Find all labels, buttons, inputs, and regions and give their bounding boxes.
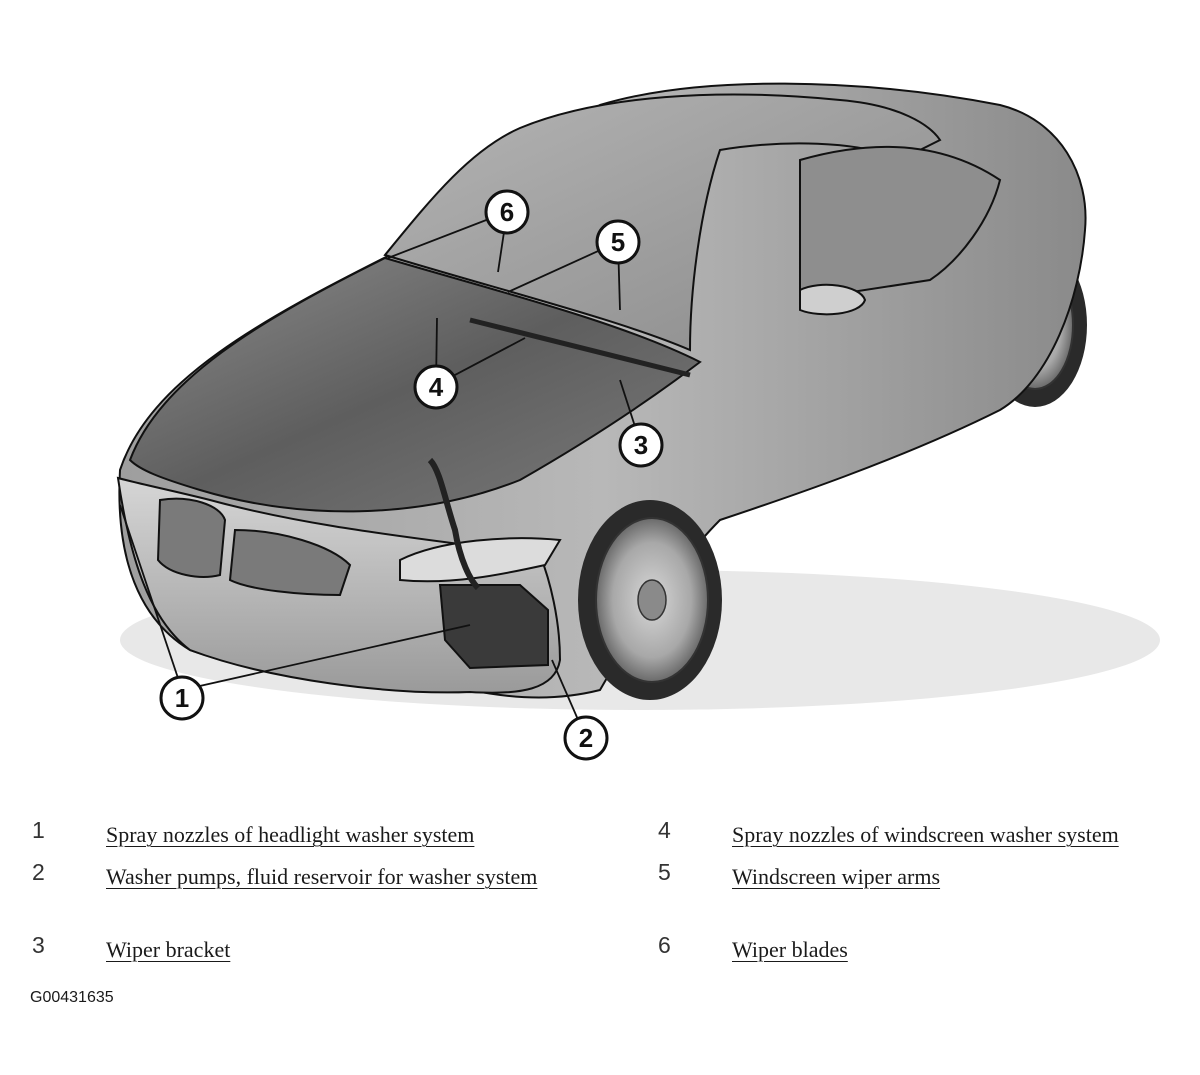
callout-5: 5 <box>595 219 641 265</box>
callout-4-label: 4 <box>429 372 444 402</box>
callout-1-label: 1 <box>175 683 189 713</box>
washer-reservoir <box>438 584 549 670</box>
legend-link[interactable]: Spray nozzles of headlight washer system <box>106 822 475 847</box>
callout-1: 1 <box>159 675 205 721</box>
callout-3-label: 3 <box>634 430 648 460</box>
legend-number: 6 <box>658 932 671 958</box>
callout-3: 3 <box>618 422 664 468</box>
legend-number: 1 <box>32 817 45 843</box>
legend-number: 3 <box>32 932 45 958</box>
legend-link[interactable]: Wiper bracket <box>106 937 231 962</box>
callout-2: 2 <box>563 715 609 761</box>
figure-code: G00431635 <box>30 989 114 1006</box>
legend-number: 5 <box>658 859 671 885</box>
legend-link[interactable]: Wiper blades <box>732 937 848 962</box>
front-grille <box>156 497 352 597</box>
front-wheel <box>578 500 722 700</box>
wiper-linkage <box>469 317 691 378</box>
callout-leaders <box>119 211 642 739</box>
callout-2-label: 2 <box>579 723 593 753</box>
callout-6-label: 6 <box>500 197 514 227</box>
legend-link[interactable]: Spray nozzles of windscreen washer syste… <box>732 822 1119 847</box>
washer-filler-neck <box>427 457 481 591</box>
side-windows <box>799 145 1002 302</box>
car-body <box>116 82 1160 710</box>
legend-number: 2 <box>32 859 45 885</box>
callout-6: 6 <box>484 189 530 235</box>
callout-4: 4 <box>413 364 459 410</box>
legend-link[interactable]: Washer pumps, fluid reservoir for washer… <box>106 864 538 889</box>
side-mirror <box>799 283 867 316</box>
legend-number: 4 <box>658 817 671 843</box>
headlight <box>399 537 562 583</box>
legend-link[interactable]: Windscreen wiper arms <box>732 864 941 889</box>
car-washer-wiper-illustration: 1 2 3 4 5 6 <box>116 82 1160 761</box>
callout-5-label: 5 <box>611 227 625 257</box>
